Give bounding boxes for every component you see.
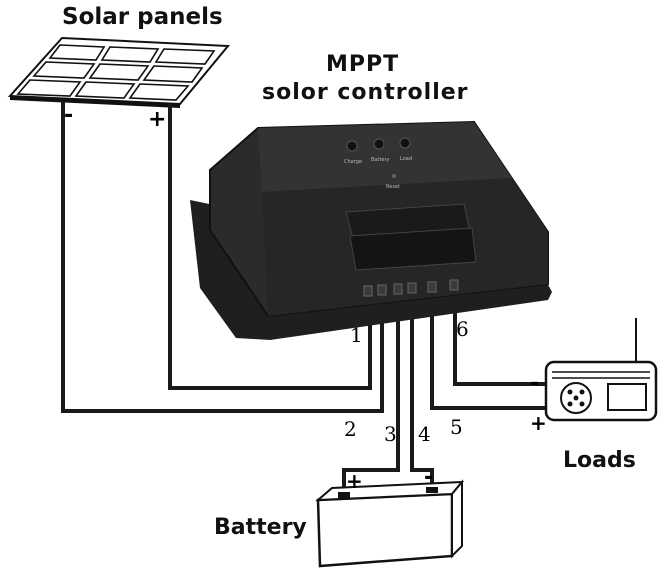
terminal-4-icon (407, 282, 417, 294)
load-positive-mark: + (530, 411, 547, 435)
mppt-controller: Charge Battery Load Reset (190, 120, 552, 340)
terminal-number-4: 4 (418, 422, 431, 446)
terminal-3-icon (393, 283, 403, 295)
solar-panel (7, 36, 231, 108)
terminal-2-icon (377, 284, 387, 296)
battery (315, 479, 465, 568)
solar-panels-label: Solar panels (62, 4, 223, 30)
load-radio (544, 318, 658, 422)
panel-positive-mark: + (148, 107, 166, 132)
terminal-number-3: 3 (384, 422, 397, 446)
battery-label: Battery (214, 515, 307, 540)
controller-title-line2: solor controller (262, 80, 469, 105)
terminal-1-icon (363, 285, 373, 297)
terminal-6-icon (449, 279, 459, 291)
indicator-label-load: Load (400, 156, 412, 162)
controller-title-line1: MPPT (326, 52, 400, 77)
battery-led-icon (373, 138, 385, 150)
indicator-label-battery: Battery (371, 157, 390, 163)
indicator-label-charge: Charge (344, 159, 362, 165)
wire-battery-positive (342, 296, 400, 496)
loads-label: Loads (563, 448, 636, 473)
wire-load-positive (430, 294, 548, 410)
load-led-icon (399, 137, 411, 149)
battery-negative-mark: - (424, 465, 433, 490)
wire-panel-positive (168, 104, 372, 390)
polarity-marks: - + + - - + (64, 103, 547, 493)
terminal-number-2: 2 (344, 417, 357, 441)
reset-label: Reset (386, 184, 400, 190)
terminal-number-5: 5 (450, 415, 463, 439)
charge-led-icon (346, 140, 358, 152)
terminal-number-1: 1 (350, 323, 363, 347)
panel-negative-mark: - (64, 103, 73, 128)
terminal-numbers: 1 2 3 4 5 6 (344, 317, 469, 446)
battery-positive-post-icon (338, 492, 350, 498)
wire-load-negative (453, 292, 548, 386)
terminal-5-icon (427, 281, 437, 293)
reset-button-icon (392, 174, 396, 178)
battery-negative-post-icon (426, 487, 438, 493)
terminal-number-6: 6 (456, 317, 469, 341)
wire-panel-negative (61, 102, 384, 413)
load-negative-mark: - (530, 371, 539, 396)
battery-positive-mark: + (346, 469, 363, 493)
